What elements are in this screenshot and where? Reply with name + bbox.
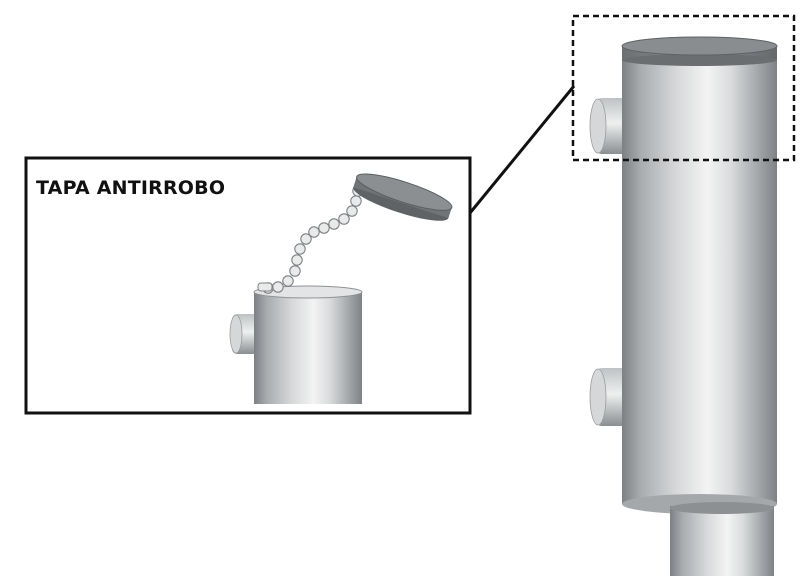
inset-dispenser-body [254, 292, 362, 404]
callout-leader-line [468, 85, 576, 214]
anti-theft-cap-icon [353, 173, 453, 221]
soap-dispenser [589, 36, 778, 576]
dispenser-body [622, 52, 777, 504]
dispenser-cap [621, 36, 778, 66]
callout-title: TAPA ANTIRROBO [36, 177, 226, 199]
wall-mount-knob-top [589, 98, 630, 154]
callout-detail [229, 173, 453, 404]
cap-highlight-box [571, 14, 796, 162]
wall-mount-knob-bottom [589, 368, 630, 426]
dispenser-nozzle [670, 506, 774, 576]
